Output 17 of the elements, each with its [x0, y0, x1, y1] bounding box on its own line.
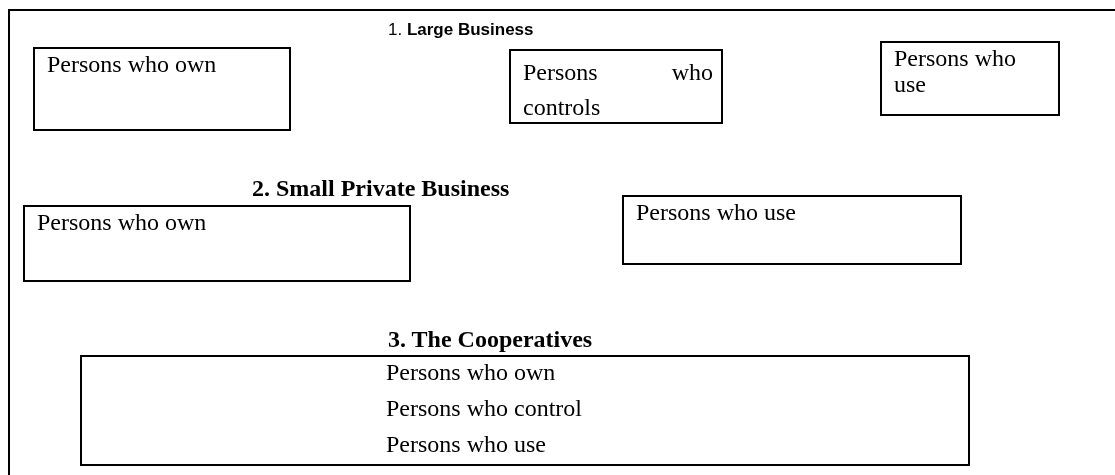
text-box	[880, 41, 1060, 116]
box-text: Persons who own	[47, 51, 218, 78]
box-text: Persons who own	[37, 209, 208, 236]
text-box	[80, 355, 970, 466]
text-box	[622, 195, 962, 265]
box-text: Persons who use	[894, 45, 1017, 98]
box-text: Persons who use	[386, 431, 546, 458]
text-box	[23, 205, 411, 282]
section-heading: 2. Small Private Business	[252, 175, 510, 202]
box-text: Persons who use	[636, 199, 797, 226]
box-text: Persons who controls	[523, 58, 713, 122]
box-text: Persons who control	[386, 395, 582, 422]
section-heading: 1. Large Business	[388, 20, 534, 40]
text-box	[33, 47, 291, 131]
text-box	[509, 49, 723, 124]
box-text: Persons who own	[386, 359, 556, 386]
section-heading: 3. The Cooperatives	[388, 326, 593, 353]
